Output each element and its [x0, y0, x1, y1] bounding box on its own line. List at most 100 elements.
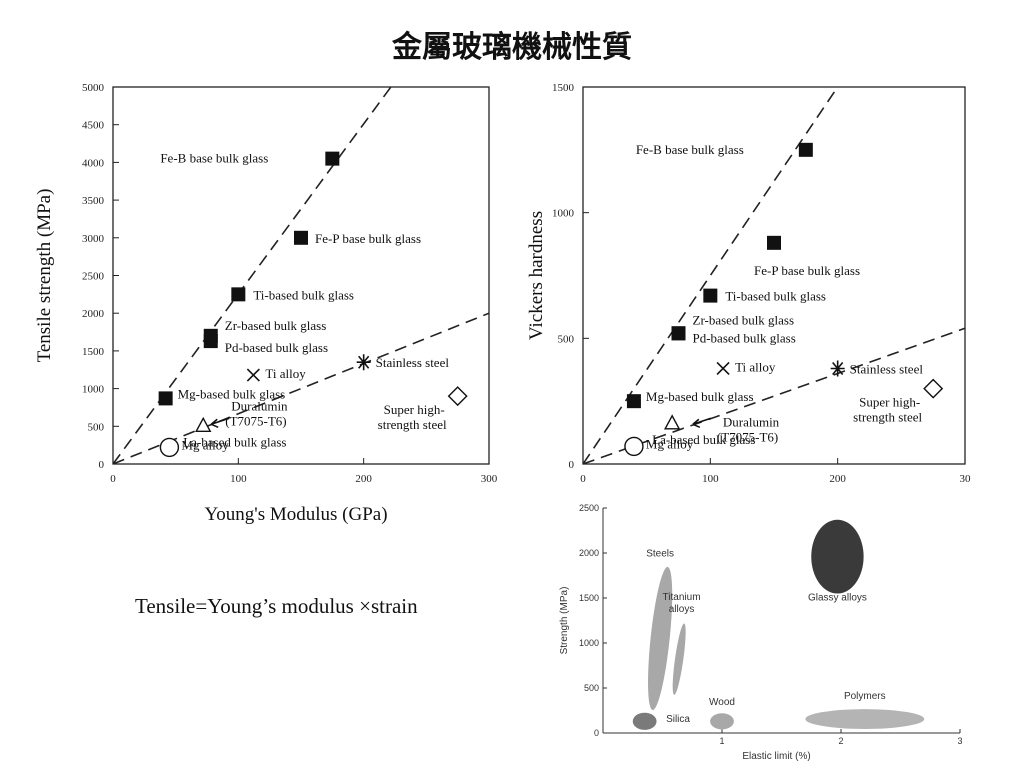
label-line: Super high-	[384, 402, 445, 417]
x-tick-label: 300	[481, 473, 498, 485]
y-tick-label: 1500	[552, 82, 575, 94]
point-fe-p-base-bulk-glass-marker	[294, 230, 308, 245]
label-line: strength steel	[853, 410, 922, 425]
y-tick-label: 3500	[82, 195, 105, 207]
slide-title: 金屬玻璃機械性質	[392, 30, 632, 65]
point-la-based-bulk-glass-marker	[663, 414, 681, 430]
point-duralumin-t7075-t6-label: Duralumin(T7075-T6)	[717, 414, 780, 444]
y-tick-label: 2000	[579, 548, 599, 558]
point-ti-alloy-label: Ti alloy	[735, 359, 776, 374]
point-pd-based-bulk-glass-marker	[671, 326, 686, 341]
point-mg-based-bulk-glass-label: Mg-based bulk glass	[646, 389, 754, 404]
y-tick-label: 1000	[82, 384, 105, 396]
point-duralumin-t7075-t6-label: Duralumin(T7075-T6)	[225, 398, 288, 428]
region-glassy-alloys-label: Glassy alloys	[808, 593, 867, 604]
label-line: strength steel	[378, 417, 447, 432]
region-polymers-label: Polymers	[844, 691, 886, 702]
x-tick-label: 1	[719, 736, 724, 746]
point-mg-alloy-marker	[624, 436, 644, 457]
y-tick-label: 1500	[579, 593, 599, 603]
label-line: Duralumin	[231, 398, 288, 413]
region-wood-label: Wood	[709, 697, 735, 708]
region-titanium-alloys-ellipse	[672, 623, 686, 695]
label-line: (T7075-T6)	[225, 413, 286, 428]
point-duralumin-t7075-t6-marker	[692, 417, 712, 429]
label-line: Super high-	[859, 395, 920, 410]
point-mg-alloy-label: Mg alloy	[181, 437, 229, 452]
point-super-high-strength-steel-marker	[923, 378, 944, 399]
point-mg-alloy-label: Mg alloy	[646, 436, 694, 451]
point-duralumin-t7075-t6-marker	[210, 417, 230, 429]
point-ti-alloy-marker	[716, 361, 730, 376]
point-ti-alloy-label: Ti alloy	[265, 366, 306, 381]
y-tick-label: 1000	[579, 638, 599, 648]
y-tick-label: 4500	[82, 120, 105, 132]
point-zr-based-bulk-glass-label: Zr-based bulk glass	[225, 318, 327, 333]
y-tick-label: 2500	[579, 503, 599, 513]
point-fe-p-base-bulk-glass-label: Fe-P base bulk glass	[315, 231, 421, 246]
point-fe-p-base-bulk-glass-marker	[767, 235, 781, 250]
point-super-high-strength-steel-label: Super high-strength steel	[853, 395, 922, 425]
point-ti-based-bulk-glass-label: Ti-based bulk glass	[725, 289, 826, 304]
point-super-high-strength-steel-label: Super high-strength steel	[378, 402, 447, 432]
x-tick-label: 100	[702, 473, 719, 485]
trend-line	[583, 327, 965, 464]
x-tick-label: 3	[957, 736, 962, 746]
y-tick-label: 4000	[82, 157, 105, 169]
point-ti-alloy-marker	[246, 368, 260, 382]
point-pd-based-bulk-glass-marker	[203, 334, 218, 349]
point-zr-based-bulk-glass-label: Zr-based bulk glass	[693, 312, 795, 327]
point-stainless-steel-label: Stainless steel	[850, 361, 924, 376]
y-tick-label: 1000	[552, 208, 575, 220]
region-steels-label: Steels	[646, 549, 674, 560]
y-axis-label: Vickers hardness	[526, 211, 547, 340]
tensile-formula: Tensile=Young’s modulus ×strain	[135, 594, 418, 618]
point-mg-based-bulk-glass-marker	[158, 391, 173, 406]
x-axis-label: Elastic limit (%)	[742, 751, 810, 762]
region-glassy-alloys-ellipse	[811, 519, 864, 594]
x-axis-label: Young's Modulus (GPa)	[204, 504, 387, 525]
label-line: alloys	[669, 604, 695, 615]
x-tick-label: 200	[829, 473, 846, 485]
x-tick-label: 0	[580, 473, 586, 485]
y-axis-label: Strength (MPa)	[559, 587, 570, 655]
x-tick-label: 0	[110, 473, 116, 485]
region-steels-ellipse	[648, 566, 673, 711]
x-tick-label: 2	[838, 736, 843, 746]
y-tick-label: 5000	[82, 82, 105, 94]
point-mg-based-bulk-glass-label: Mg-based bulk glass	[178, 386, 286, 401]
x-tick-label: 30	[960, 473, 972, 485]
region-silica-ellipse	[632, 712, 657, 730]
point-stainless-steel-marker	[356, 354, 371, 371]
point-la-based-bulk-glass-label: La-based bulk glass	[183, 434, 286, 449]
trend-line	[113, 312, 489, 464]
region-wood-ellipse	[710, 713, 734, 730]
point-fe-b-base-bulk-glass-marker	[325, 151, 340, 166]
point-mg-alloy-marker	[159, 437, 180, 458]
point-la-based-bulk-glass-marker	[195, 416, 212, 432]
point-stainless-steel-marker	[830, 360, 845, 377]
point-stainless-steel-label: Stainless steel	[376, 355, 450, 370]
point-super-high-strength-steel-marker	[447, 386, 468, 407]
point-fe-b-base-bulk-glass-marker	[798, 142, 813, 157]
point-fe-p-base-bulk-glass-label: Fe-P base bulk glass	[754, 263, 860, 278]
y-tick-label: 500	[558, 333, 575, 345]
y-tick-label: 2000	[82, 308, 105, 320]
y-tick-label: 3000	[82, 233, 105, 245]
hardness-vs-modulus-chart: 0 500 1000 1500 0 100 200 30 Vickers hardness Fe-…	[526, 82, 972, 485]
label-line: Titanium	[663, 592, 701, 603]
x-tick-label: 200	[355, 473, 372, 485]
point-ti-based-bulk-glass-marker	[231, 287, 246, 302]
y-tick-label: 0	[569, 459, 575, 471]
point-ti-based-bulk-glass-marker	[703, 288, 718, 303]
y-tick-label: 0	[594, 728, 599, 738]
point-pd-based-bulk-glass-label: Pd-based bulk glass	[693, 330, 796, 345]
point-ti-based-bulk-glass-label: Ti-based bulk glass	[253, 287, 354, 302]
y-tick-label: 0	[99, 459, 105, 471]
y-tick-label: 500	[584, 683, 599, 693]
x-tick-label: 100	[230, 473, 247, 485]
region-polymers-ellipse	[805, 709, 925, 729]
y-tick-label: 1500	[82, 346, 105, 358]
plot-frame	[582, 86, 966, 465]
